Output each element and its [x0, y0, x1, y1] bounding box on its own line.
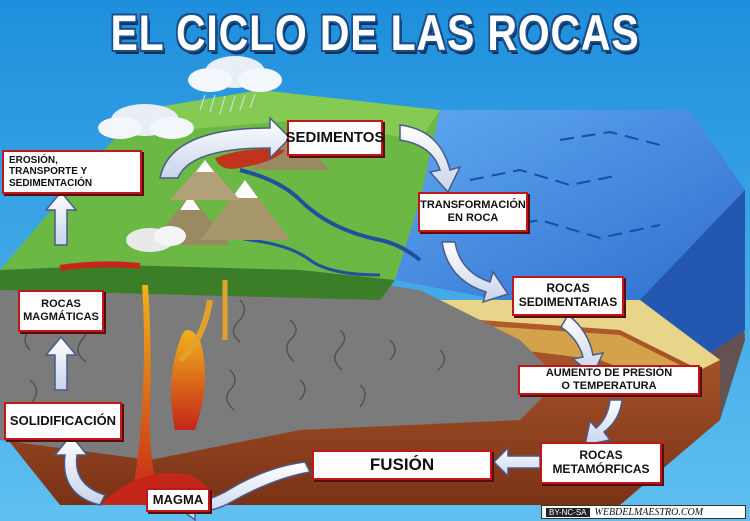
page-title: EL CICLO DE LAS ROCAS — [68, 4, 683, 62]
label-erosion: EROSIÓN, TRANSPORTE Y SEDIMENTACIÓN — [2, 150, 142, 194]
label-magma: MAGMA — [146, 488, 210, 512]
label-sedimentos: SEDIMENTOS — [287, 120, 383, 156]
label-solidificacion: SOLIDIFICACIÓN — [4, 402, 122, 440]
label-transformacion: TRANSFORMACIÓN EN ROCA — [418, 192, 528, 232]
label-rocas-sedimentarias: ROCAS SEDIMENTARIAS — [512, 276, 624, 316]
label-fusion: FUSIÓN — [312, 450, 492, 480]
label-aumento-presion: AUMENTO DE PRESIÓN O TEMPERATURA — [518, 365, 700, 395]
label-rocas-magmaticas: ROCAS MAGMÁTICAS — [18, 290, 104, 332]
site-credit[interactable]: WEBDELMAESTRO.COM — [595, 507, 704, 518]
credit-footer: BY-NC-SA WEBDELMAESTRO.COM — [541, 505, 746, 519]
label-rocas-metamorficas: ROCAS METAMÓRFICAS — [540, 442, 662, 484]
license-badge: BY-NC-SA — [546, 508, 590, 517]
